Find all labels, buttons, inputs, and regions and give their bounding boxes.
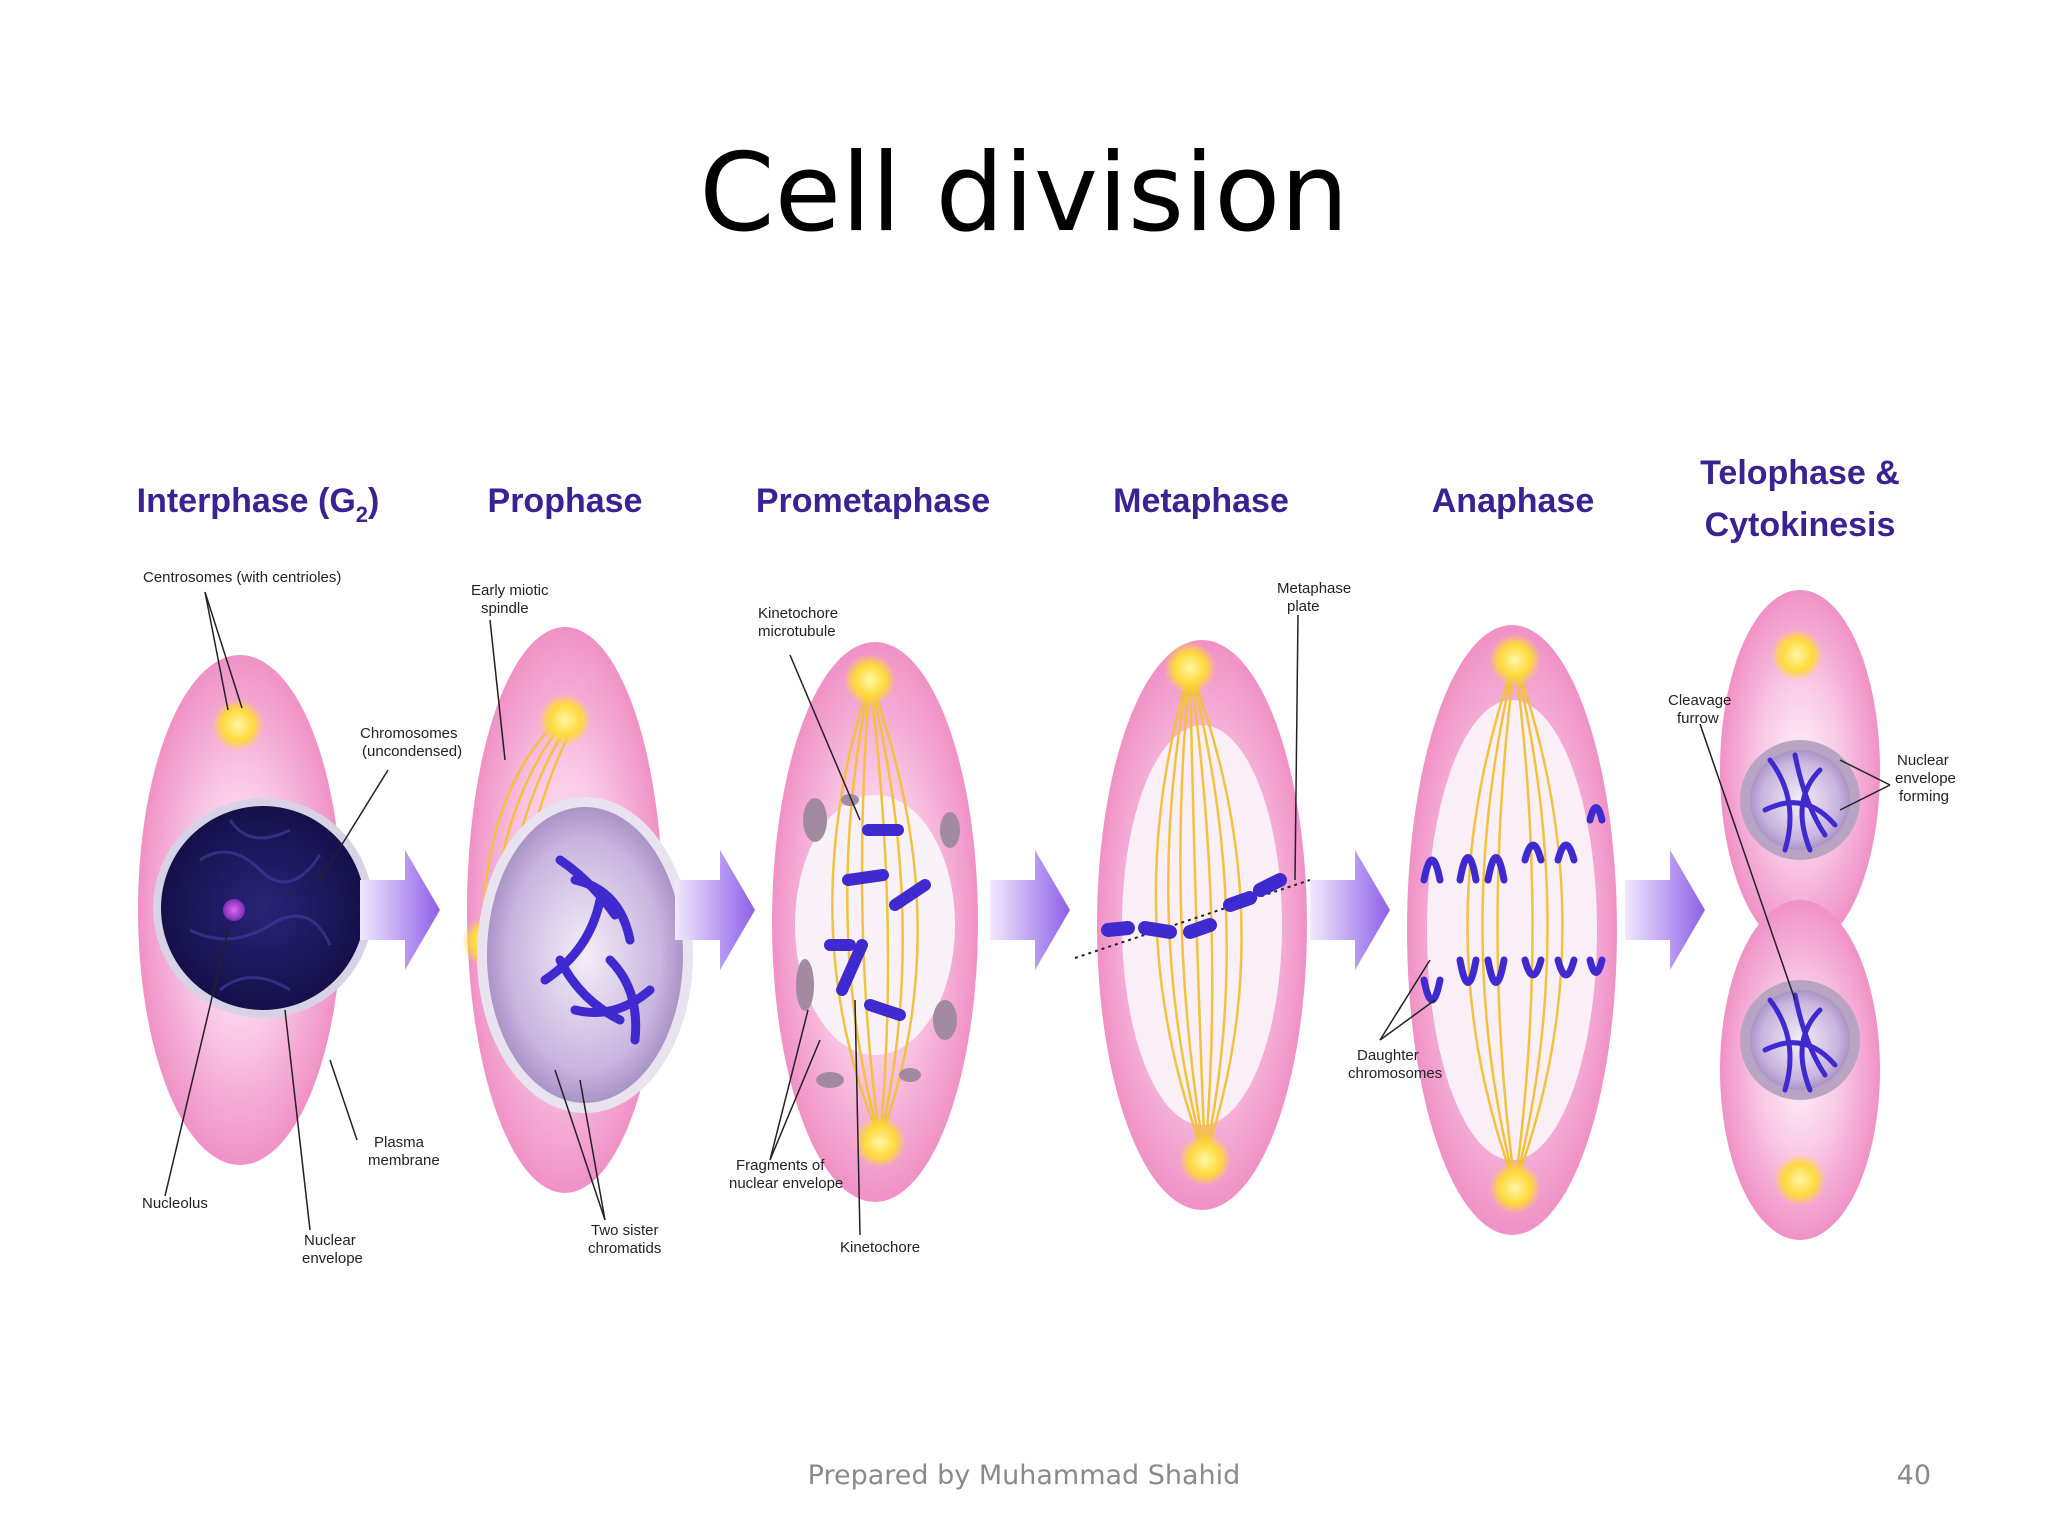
stage-title-interphase: Interphase (G2) <box>137 482 380 527</box>
label-centrosomes: Centrosomes (with centrioles) <box>143 569 341 586</box>
spindle-fibers <box>1466 659 1564 1186</box>
stage-title-prometaphase: Prometaphase <box>756 482 990 520</box>
centrosome-icon <box>854 1116 906 1168</box>
label-kinetochore-mt-2: microtubule <box>758 623 836 640</box>
label-fragments-2: nuclear envelope <box>729 1175 843 1192</box>
label-daughter: Daughter <box>1357 1047 1419 1064</box>
label-metaphase-plate: Metaphase <box>1277 580 1351 597</box>
nucleolus <box>223 899 245 921</box>
leader-lines <box>164 591 1891 1236</box>
page-number: 40 <box>1896 1460 1931 1491</box>
label-sister-chromatids-2: chromatids <box>588 1240 661 1257</box>
centrosome-icon <box>1164 642 1216 694</box>
centrosome-icon <box>844 654 896 706</box>
metaphase-cell <box>1074 640 1311 1210</box>
prometaphase-cell <box>772 642 978 1202</box>
label-spindle: Early miotic <box>471 582 549 599</box>
label-kinetochore-mt: Kinetochore <box>758 605 838 622</box>
label-daughter-2: chromosomes <box>1348 1065 1442 1082</box>
centrosome-icon <box>212 699 264 751</box>
anaphase-cell <box>1407 625 1617 1235</box>
label-spindle-2: spindle <box>481 600 529 617</box>
envelope-fragments <box>796 794 960 1088</box>
label-plasma-2: membrane <box>368 1152 440 1169</box>
label-cleavage-2: furrow <box>1677 710 1719 727</box>
centrosome-icon <box>1774 1154 1826 1206</box>
chromosomes <box>1101 873 1287 939</box>
stage-title-metaphase: Metaphase <box>1113 482 1289 520</box>
label-ne-forming-3: forming <box>1899 788 1949 805</box>
label-nucleolus: Nucleolus <box>142 1195 208 1212</box>
stage-title-telophase-line2: Cytokinesis <box>1705 506 1896 544</box>
arrow-icon <box>360 850 1705 970</box>
label-plasma: Plasma <box>374 1134 425 1151</box>
daughter-chromosomes <box>1420 804 1606 1004</box>
centrosome-icon <box>1489 1162 1541 1214</box>
label-ne-forming: Nuclear <box>1897 752 1949 769</box>
label-nuclear-envelope-2: envelope <box>302 1250 363 1267</box>
telophase-cells <box>1720 590 1880 1240</box>
prophase-cell <box>462 627 693 1193</box>
label-chromosomes-2: (uncondensed) <box>362 743 462 760</box>
centrosome-icon <box>1771 629 1823 681</box>
stage-title-anaphase: Anaphase <box>1432 482 1595 520</box>
label-cleavage: Cleavage <box>1668 692 1731 709</box>
slide-title: Cell division <box>699 131 1349 256</box>
chromosomes <box>824 824 931 1021</box>
centrosome-icon <box>539 694 591 746</box>
label-chromosomes: Chromosomes <box>360 725 458 742</box>
label-metaphase-plate-2: plate <box>1287 598 1320 615</box>
stage-title-prophase: Prophase <box>488 482 643 520</box>
label-sister-chromatids: Two sister <box>591 1222 659 1239</box>
label-ne-forming-2: envelope <box>1895 770 1956 787</box>
interphase-cell <box>138 655 373 1165</box>
label-kinetochore: Kinetochore <box>840 1239 920 1256</box>
chromatids <box>540 855 655 1045</box>
spindle-fibers <box>831 679 919 1141</box>
stage-title-telophase-line1: Telophase & <box>1700 454 1900 492</box>
centrosome-icon <box>1489 634 1541 686</box>
nucleus <box>161 806 365 1010</box>
footer-author: Prepared by Muhammad Shahid <box>807 1460 1241 1491</box>
centrosome-icon <box>1179 1134 1231 1186</box>
label-fragments: Fragments of <box>736 1157 825 1174</box>
spindle-fibers <box>1154 667 1243 1159</box>
label-nuclear-envelope: Nuclear <box>304 1232 356 1249</box>
